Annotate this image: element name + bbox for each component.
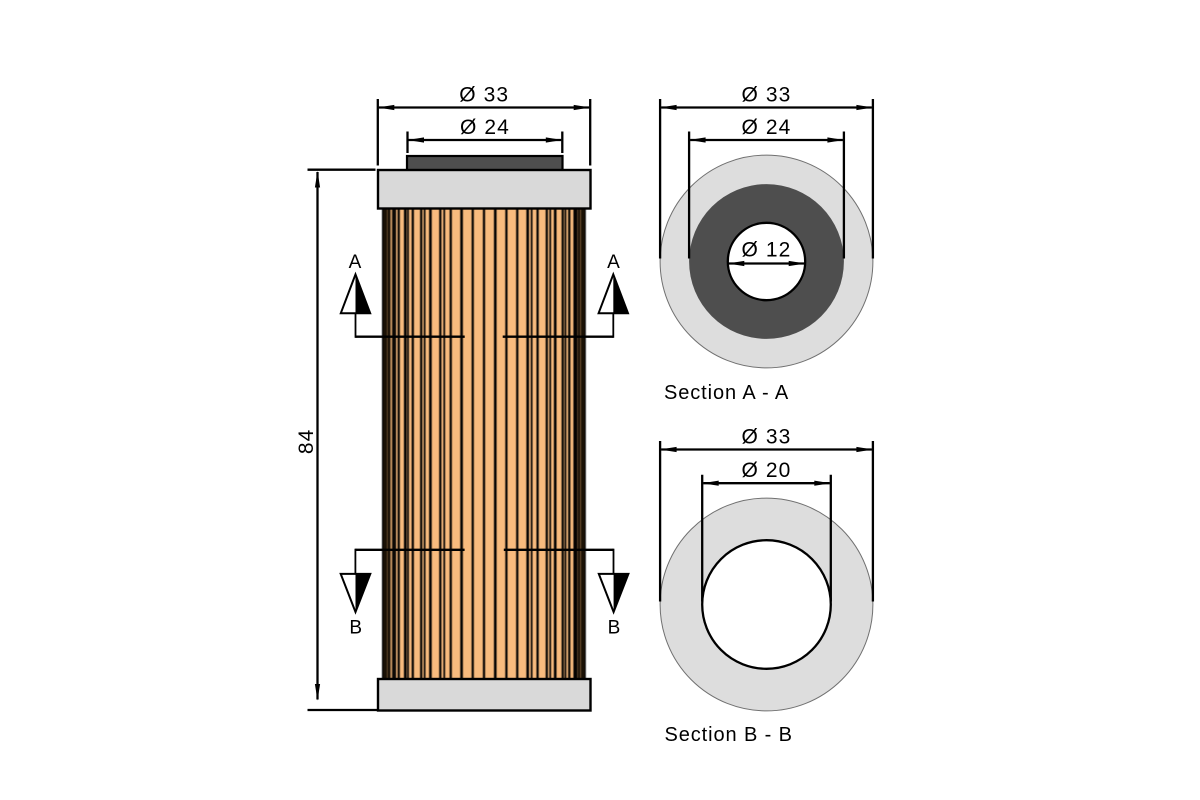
arrowhead-bottom bbox=[314, 684, 321, 701]
arrowhead-right bbox=[856, 446, 873, 453]
bottom-end-cap bbox=[376, 677, 592, 712]
arrowhead-right bbox=[788, 260, 806, 267]
cut-label-a: A bbox=[607, 252, 620, 273]
dim-label: Ø 33 bbox=[742, 84, 792, 107]
cut-label-a: A bbox=[349, 252, 362, 273]
arrowhead-left bbox=[407, 137, 424, 143]
section-a-dim-ring: Ø 24 bbox=[687, 116, 846, 259]
section-a-dim-bore: Ø 12 bbox=[727, 239, 806, 267]
front-dim-cap-diameter: Ø 24 bbox=[406, 116, 564, 153]
section-a-title: Section A - A bbox=[664, 382, 789, 404]
section-b-dim-outer: Ø 33 bbox=[658, 426, 875, 602]
dim-label: Ø 12 bbox=[742, 239, 792, 262]
arrowhead-right bbox=[545, 137, 563, 143]
front-view: Ø 33 Ø 24 84 bbox=[295, 84, 630, 712]
dim-label: 84 bbox=[295, 429, 318, 455]
top-end-cap bbox=[376, 168, 592, 210]
pleat-shadow-left bbox=[383, 207, 394, 680]
section-arrow-fill bbox=[355, 573, 371, 612]
cut-line-b: B B bbox=[339, 548, 630, 639]
section-arrow-fill bbox=[613, 573, 629, 612]
filter-body bbox=[381, 207, 586, 680]
section-arrow-fill bbox=[355, 274, 371, 314]
front-dim-outer-diameter: Ø 33 bbox=[376, 84, 592, 166]
arrowhead-left bbox=[702, 480, 719, 486]
section-b-title: Section B - B bbox=[665, 724, 793, 746]
cut-label-b: B bbox=[349, 618, 362, 639]
section-a-view: Ø 33 Ø 24 Ø 12 Section A - A bbox=[658, 84, 875, 404]
arrowhead-left bbox=[660, 446, 677, 453]
arrowhead-right bbox=[856, 104, 873, 111]
arrowhead-left bbox=[689, 137, 706, 143]
dim-label: Ø 33 bbox=[459, 84, 509, 107]
dim-label: Ø 24 bbox=[460, 116, 510, 139]
cut-line-a: A A bbox=[339, 252, 630, 338]
arrowhead-right bbox=[573, 104, 591, 111]
section-arrow-fill bbox=[613, 274, 628, 314]
pleat-shadow-right bbox=[574, 207, 585, 680]
section-b-dim-bore: Ø 20 bbox=[701, 459, 832, 602]
section-b-bore bbox=[701, 539, 832, 670]
arrowhead-left bbox=[727, 260, 745, 267]
arrowhead-right bbox=[827, 137, 844, 143]
arrowhead-right bbox=[814, 480, 831, 486]
arrowhead-left bbox=[660, 104, 677, 111]
dim-label: Ø 24 bbox=[742, 116, 792, 139]
dim-label: Ø 20 bbox=[742, 459, 792, 482]
cut-label-b: B bbox=[608, 618, 621, 639]
front-dim-height: 84 bbox=[295, 168, 378, 712]
pleat-lines bbox=[381, 207, 586, 680]
section-a-dim-outer: Ø 33 bbox=[658, 84, 875, 259]
dim-label: Ø 33 bbox=[742, 426, 792, 449]
arrowhead-left bbox=[377, 104, 395, 111]
section-a-bore bbox=[726, 221, 807, 302]
arrowhead-top bbox=[314, 171, 321, 188]
section-b-view: Ø 33 Ø 20 Section B - B bbox=[658, 426, 875, 746]
